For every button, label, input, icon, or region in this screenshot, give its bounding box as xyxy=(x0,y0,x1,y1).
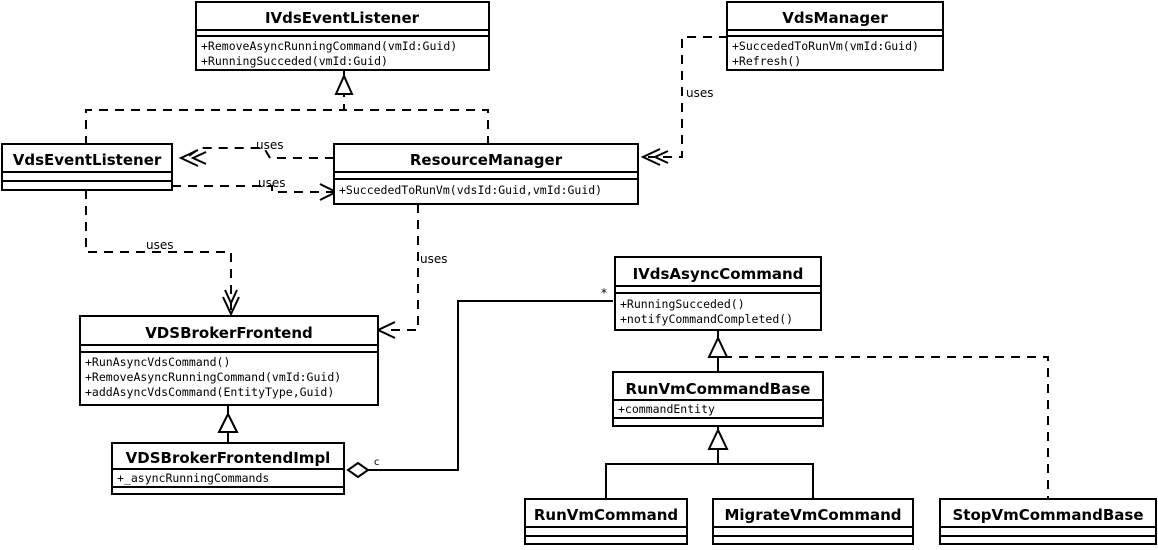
edge-label-uses-1: uses xyxy=(256,138,284,152)
edge-resourcemanager-uses-vdseventlistener: uses xyxy=(178,138,334,167)
open-arrowhead-5b xyxy=(652,150,669,164)
edge-label-uses-5: uses xyxy=(686,86,714,100)
edge-vdseventlistener-uses-vdsbrokerfrontend: uses xyxy=(85,190,240,317)
class-member: +commandEntity xyxy=(618,402,715,416)
class-member: +notifyCommandCompleted() xyxy=(620,312,793,326)
open-arrowhead-1 xyxy=(178,149,199,167)
class-box-vdsmanager[interactable]: VdsManager +SuccededToRunVm(vmId:Guid) +… xyxy=(726,1,944,71)
class-box-outline xyxy=(333,143,639,205)
class-title: IVdsAsyncCommand xyxy=(633,265,804,283)
class-box-outline xyxy=(79,315,379,406)
uses-line-2 xyxy=(172,185,334,193)
class-member: +SuccededToRunVm(vmId:Guid) xyxy=(732,39,919,53)
multiplicity-label-star: * xyxy=(601,286,607,300)
class-member: +addAsyncVdsCommand(EntityType,Guid) xyxy=(85,385,334,399)
open-arrowhead-1b xyxy=(190,151,207,165)
uses-line-4 xyxy=(390,204,419,331)
class-title: VdsEventListener xyxy=(13,151,162,169)
hollow-triangle-rvcb xyxy=(707,335,729,358)
edge-vdsbrokerfrontendimpl-extends-vdsbrokerfrontend xyxy=(217,405,239,443)
edge-label-uses-4: uses xyxy=(420,252,448,266)
class-title: IVdsEventListener xyxy=(265,9,420,27)
uses-line-5 xyxy=(648,36,728,158)
class-box-vdsbrokerfrontendimpl[interactable]: VDSBrokerFrontendImpl +_asyncRunningComm… xyxy=(111,442,345,495)
class-member: +Refresh() xyxy=(732,54,801,68)
uses-line-3 xyxy=(85,190,232,310)
aggregation-line xyxy=(368,300,613,471)
edge-subcommands-extend-runvmcommandbase xyxy=(605,426,814,499)
class-box-vdseventlistener[interactable]: VdsEventListener xyxy=(1,143,173,191)
class-box-stopvmcommandbase[interactable]: StopVmCommandBase xyxy=(939,498,1157,545)
class-title: VDSBrokerFrontendImpl xyxy=(126,449,331,467)
class-box-runvmcommand[interactable]: RunVmCommand xyxy=(524,498,688,545)
class-box-outline xyxy=(1,143,173,191)
hollow-triangle-arrowhead xyxy=(334,73,354,95)
class-title: RunVmCommandBase xyxy=(626,380,811,398)
class-member: +RunningSucceded() xyxy=(620,297,745,311)
class-box-migratevmcommand[interactable]: MigrateVmCommand xyxy=(712,498,914,545)
class-member: +RemoveAsyncRunningCommand(vmId:Guid) xyxy=(201,39,457,53)
class-box-resourcemanager[interactable]: ResourceManager +SuccededToRunVm(vdsId:G… xyxy=(333,143,639,205)
class-title: VdsManager xyxy=(782,9,888,27)
realization-line xyxy=(343,94,489,145)
edge-vdseventlistener-realizes-ivdseventlistener xyxy=(85,109,344,145)
edge-label-uses-3: uses xyxy=(146,238,174,252)
realization-line-stopvm xyxy=(723,356,1049,499)
class-box-ivdsasynccommand[interactable]: IVdsAsyncCommand +RunningSucceded() +not… xyxy=(614,256,822,331)
class-member: +SuccededToRunVm(vdsId:Guid,vmId:Guid) xyxy=(339,183,602,197)
edge-label-uses-2: uses xyxy=(258,176,286,190)
class-title: StopVmCommandBase xyxy=(952,506,1143,524)
class-member: +RunAsyncVdsCommand() xyxy=(85,355,230,369)
hollow-triangle-subcommands xyxy=(707,427,729,450)
realization-line-left xyxy=(85,109,344,145)
class-title: MigrateVmCommand xyxy=(724,506,901,524)
class-title: RunVmCommand xyxy=(534,506,678,524)
edge-resourcemanager-uses-vdsbrokerfrontend: uses xyxy=(375,204,448,339)
generalization-fork-line xyxy=(605,463,814,499)
edge-runvmcommandbase-implements-ivdsasynccommand xyxy=(707,330,729,372)
class-title: VDSBrokerFrontend xyxy=(145,324,313,342)
class-box-ivdseventlistener[interactable]: IVdsEventListener +RemoveAsyncRunningCom… xyxy=(195,1,490,71)
class-box-vdsbrokerfrontend[interactable]: VDSBrokerFrontend +RunAsyncVdsCommand() … xyxy=(79,315,379,406)
edge-vdsmanager-uses-resourcemanager: uses xyxy=(640,36,728,166)
edge-vdsbrokerfrontendimpl-aggregates-ivdsasynccommand: c * xyxy=(346,286,613,479)
aggregation-diamond xyxy=(346,461,370,479)
class-member: +_asyncRunningCommands xyxy=(117,471,269,485)
hollow-triangle-frontend xyxy=(217,411,239,433)
edge-vdseventlistener-uses-resourcemanager: uses xyxy=(172,176,339,201)
open-arrowhead-3 xyxy=(222,296,240,317)
class-title: ResourceManager xyxy=(410,151,563,169)
class-member: +RunningSucceded(vmId:Guid) xyxy=(201,54,388,68)
edge-stopvmcommandbase-implements-ivdsasynccommand xyxy=(723,356,1049,499)
aggregation-role-label: c xyxy=(374,457,380,468)
class-member: +RemoveAsyncRunningCommand(vmId:Guid) xyxy=(85,370,341,384)
class-box-runvmcommandbase[interactable]: RunVmCommandBase +commandEntity xyxy=(612,371,824,427)
edge-resourcemanager-realizes-ivdseventlistener xyxy=(334,70,489,145)
open-arrowhead-3b xyxy=(224,289,238,306)
open-arrowhead-5 xyxy=(640,148,661,166)
